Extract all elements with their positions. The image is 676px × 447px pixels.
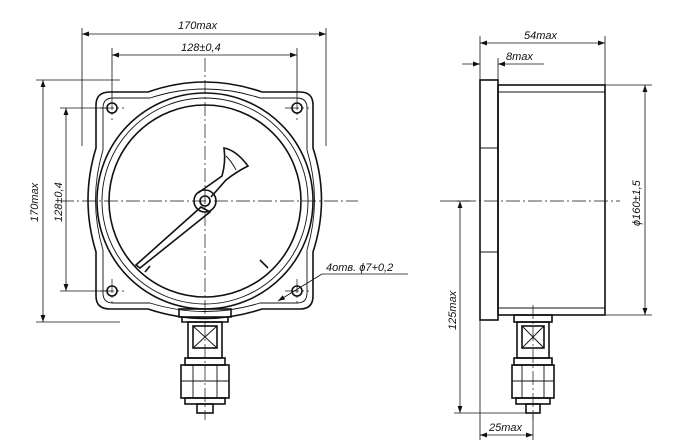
dim-depth: 54max bbox=[524, 30, 558, 42]
front-dimensions: 170max 128±0,4 170max 128±0,4 4отв. ϕ7+0… bbox=[29, 20, 408, 323]
dim-height-to-axis: 125max bbox=[447, 290, 459, 330]
side-centerlines bbox=[440, 200, 620, 420]
scale-start-mark bbox=[144, 265, 151, 273]
dim-hole-spacing-v: 128±0,4 bbox=[53, 182, 65, 222]
side-dimensions: 54max 8max ϕ160±1,5 125max 25max bbox=[447, 30, 652, 440]
scale-end-mark bbox=[259, 259, 269, 269]
dim-case-diameter: ϕ160±1,5 bbox=[631, 179, 643, 226]
side-flange bbox=[479, 79, 499, 321]
dim-holes-note: 4отв. ϕ7+0,2 bbox=[326, 262, 393, 274]
dim-overall-width: 170max bbox=[178, 20, 218, 32]
dim-flange-thickness: 8max bbox=[506, 51, 533, 63]
dim-overall-height: 170max bbox=[29, 182, 41, 222]
side-case bbox=[497, 84, 606, 316]
dim-fitting-offset: 25max bbox=[488, 422, 523, 434]
dim-hole-spacing-h: 128±0,4 bbox=[181, 42, 221, 54]
side-view bbox=[479, 79, 606, 414]
front-flange-outline bbox=[87, 81, 323, 320]
gauge-needle bbox=[134, 147, 250, 270]
